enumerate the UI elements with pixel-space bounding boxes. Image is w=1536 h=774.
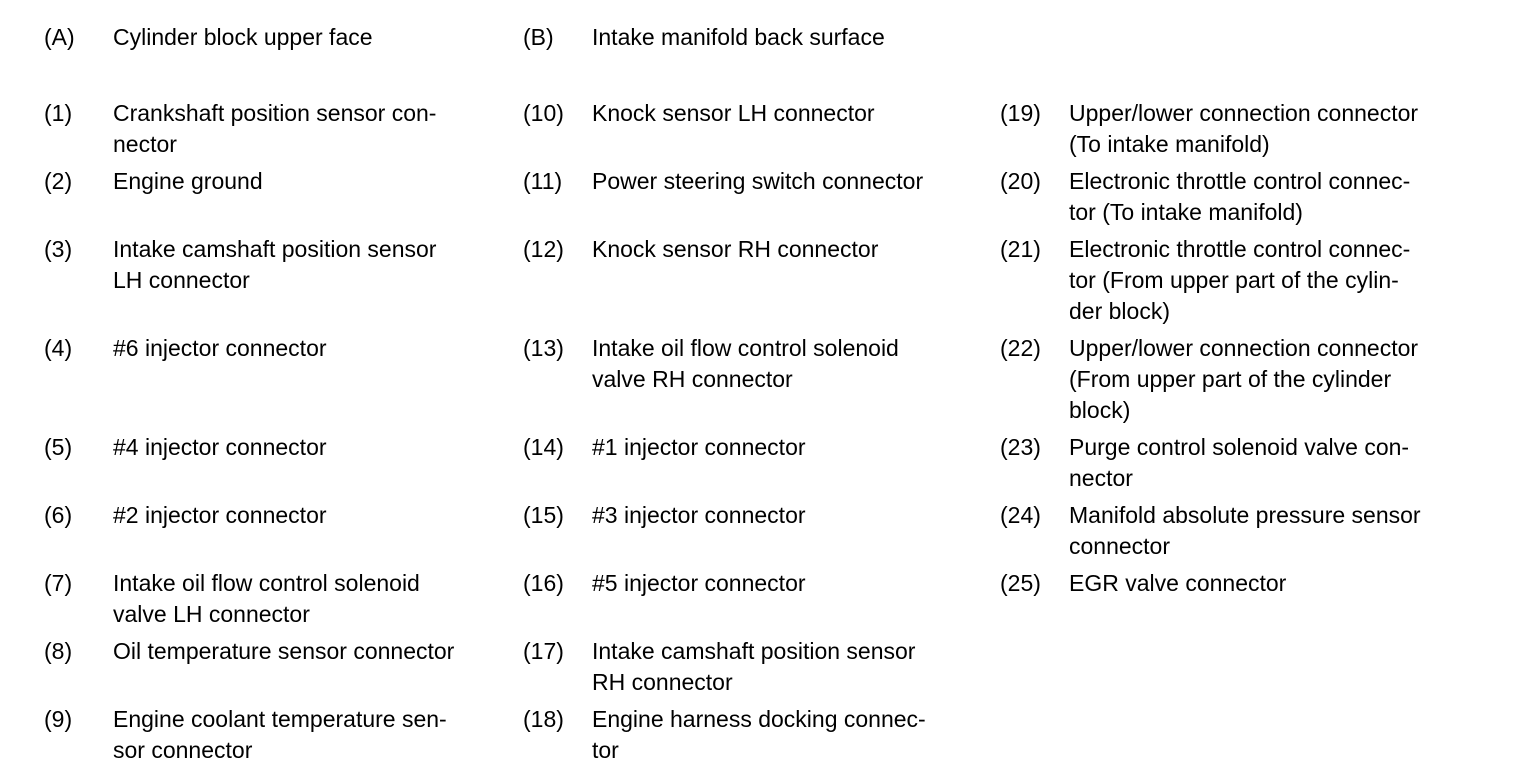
- item-text: Intake camshaft position sensor LH conne…: [113, 236, 437, 293]
- legend-item-25: (25) EGR valve connector: [1000, 568, 1536, 630]
- legend-item-18: (18) Engine harness docking connec- tor: [523, 704, 1000, 766]
- item-text: Electronic throttle control connec- tor …: [1069, 236, 1411, 324]
- item-text: Purge control solenoid valve con- nector: [1069, 434, 1410, 491]
- item-number: (6): [44, 502, 73, 528]
- item-text: #1 injector connector: [592, 434, 806, 460]
- legend-item-11: (11) Power steering switch connector: [523, 166, 1000, 228]
- legend-item-21: (21) Electronic throttle control connec-…: [1000, 234, 1536, 327]
- item-text: Intake manifold back surface: [592, 24, 885, 50]
- legend-item-22: (22) Upper/lower connection connector (F…: [1000, 333, 1536, 426]
- item-number: (18): [523, 706, 564, 732]
- item-text: Oil temperature sensor connector: [113, 638, 455, 664]
- legend-item-8: (8) Oil temperature sensor connector: [44, 636, 523, 698]
- item-number: (1): [44, 100, 73, 126]
- legend-item-13: (13) Intake oil flow control solenoid va…: [523, 333, 1000, 426]
- empty-cell: [1000, 22, 1536, 53]
- item-text: EGR valve connector: [1069, 570, 1287, 596]
- legend-item-9: (9) Engine coolant temperature sen- sor …: [44, 704, 523, 766]
- item-text: Knock sensor RH connector: [592, 236, 879, 262]
- item-number: (3): [44, 236, 73, 262]
- legend-item-10: (10) Knock sensor LH connector: [523, 98, 1000, 160]
- item-number: (9): [44, 706, 73, 732]
- reference-item-a: (A) Cylinder block upper face: [44, 22, 523, 53]
- empty-cell: [1000, 704, 1536, 766]
- legend-item-2: (2) Engine ground: [44, 166, 523, 228]
- reference-item-b: (B) Intake manifold back surface: [523, 22, 1000, 53]
- empty-cell: [1000, 636, 1536, 698]
- legend-item-24: (24) Manifold absolute pressure sensor c…: [1000, 500, 1536, 562]
- item-text: Cylinder block upper face: [113, 24, 373, 50]
- item-number: (16): [523, 570, 564, 596]
- item-number: (4): [44, 335, 73, 361]
- item-number: (19): [1000, 100, 1041, 126]
- legend-item-3: (3) Intake camshaft position sensor LH c…: [44, 234, 523, 327]
- legend-item-16: (16) #5 injector connector: [523, 568, 1000, 630]
- item-number: (24): [1000, 502, 1041, 528]
- item-number: (14): [523, 434, 564, 460]
- item-text: Electronic throttle control connec- tor …: [1069, 168, 1411, 225]
- item-number: (B): [523, 24, 554, 50]
- item-text: #3 injector connector: [592, 502, 806, 528]
- item-text: Intake oil flow control solenoid valve L…: [113, 570, 420, 627]
- item-text: #6 injector connector: [113, 335, 327, 361]
- legend-item-14: (14) #1 injector connector: [523, 432, 1000, 494]
- item-number: (13): [523, 335, 564, 361]
- legend-item-19: (19) Upper/lower connection connector (T…: [1000, 98, 1536, 160]
- item-text: Manifold absolute pressure sensor connec…: [1069, 502, 1421, 559]
- item-number: (21): [1000, 236, 1041, 262]
- reference-row: (A) Cylinder block upper face (B) Intake…: [44, 22, 1536, 53]
- item-number: (11): [523, 168, 563, 194]
- item-number: (23): [1000, 434, 1041, 460]
- item-text: Upper/lower connection connector (From u…: [1069, 335, 1419, 423]
- item-text: #4 injector connector: [113, 434, 327, 460]
- item-text: Upper/lower connection connector (To int…: [1069, 100, 1419, 157]
- item-number: (25): [1000, 570, 1041, 596]
- legend-item-6: (6) #2 injector connector: [44, 500, 523, 562]
- legend-grid: (1) Crankshaft position sensor con- nect…: [44, 98, 1536, 766]
- legend-item-7: (7) Intake oil flow control solenoid val…: [44, 568, 523, 630]
- item-text: Engine harness docking connec- tor: [592, 706, 926, 763]
- item-text: Power steering switch connector: [592, 168, 924, 194]
- item-number: (7): [44, 570, 73, 596]
- item-number: (17): [523, 638, 564, 664]
- legend-item-1: (1) Crankshaft position sensor con- nect…: [44, 98, 523, 160]
- item-number: (12): [523, 236, 564, 262]
- item-number: (5): [44, 434, 73, 460]
- item-number: (A): [44, 24, 75, 50]
- item-number: (8): [44, 638, 73, 664]
- item-text: #5 injector connector: [592, 570, 806, 596]
- legend-item-20: (20) Electronic throttle control connec-…: [1000, 166, 1536, 228]
- item-number: (22): [1000, 335, 1041, 361]
- item-number: (15): [523, 502, 564, 528]
- item-text: #2 injector connector: [113, 502, 327, 528]
- item-text: Intake camshaft position sensor RH conne…: [592, 638, 916, 695]
- legend-item-23: (23) Purge control solenoid valve con- n…: [1000, 432, 1536, 494]
- legend-item-12: (12) Knock sensor RH connector: [523, 234, 1000, 327]
- item-text: Engine coolant temperature sen- sor conn…: [113, 706, 447, 763]
- item-text: Engine ground: [113, 168, 263, 194]
- item-text: Crankshaft position sensor con- nector: [113, 100, 437, 157]
- legend-item-5: (5) #4 injector connector: [44, 432, 523, 494]
- item-number: (20): [1000, 168, 1041, 194]
- legend-item-4: (4) #6 injector connector: [44, 333, 523, 426]
- item-number: (10): [523, 100, 564, 126]
- item-text: Knock sensor LH connector: [592, 100, 875, 126]
- item-number: (2): [44, 168, 73, 194]
- item-text: Intake oil flow control solenoid valve R…: [592, 335, 899, 392]
- legend-item-17: (17) Intake camshaft position sensor RH …: [523, 636, 1000, 698]
- legend-item-15: (15) #3 injector connector: [523, 500, 1000, 562]
